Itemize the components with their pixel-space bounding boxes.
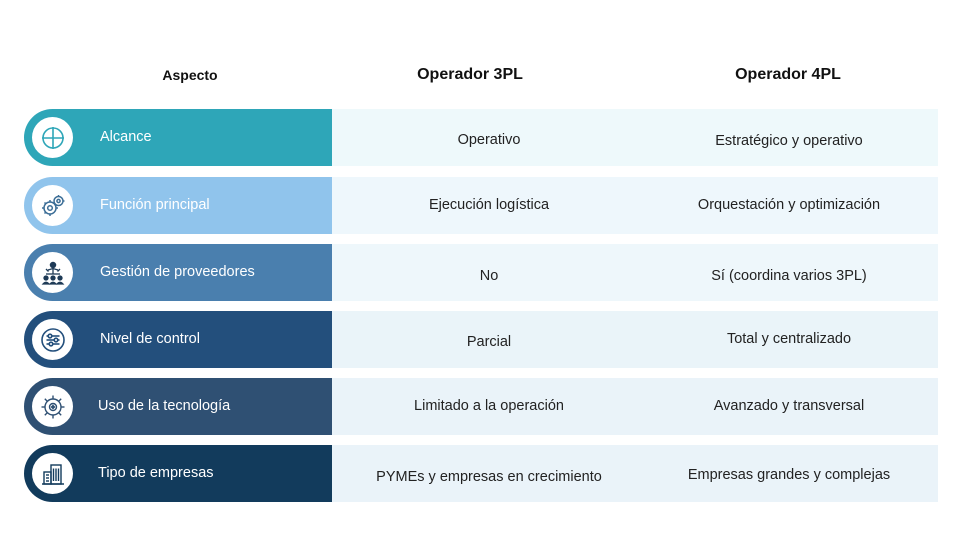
cell-4pl: Estratégico y operativo [715, 133, 863, 149]
aspect-label: Tipo de empresas [98, 465, 214, 481]
cell-4pl: Sí (coordina varios 3PL) [711, 268, 867, 284]
aspect-pill: Nivel de control [24, 311, 332, 368]
crosshair-icon [32, 117, 73, 158]
cell-3pl: Operativo [457, 132, 521, 148]
buildings-icon [32, 453, 73, 494]
row-background [332, 311, 938, 368]
cell-4pl: Total y centralizado [726, 331, 852, 347]
aspect-label: Función principal [100, 197, 210, 213]
cell-4pl: Avanzado y transversal [713, 398, 865, 414]
team-hierarchy-icon [32, 252, 73, 293]
table-row: Alcance Operativo Estratégico y operativ… [24, 109, 938, 166]
cell-3pl: Parcial [466, 334, 512, 350]
table-row: Función principal Ejecución logística Or… [24, 177, 938, 234]
row-background [332, 445, 938, 502]
aspect-label: Nivel de control [100, 331, 200, 347]
table-row: Tipo de empresas PYMEs y empresas en cre… [24, 445, 938, 502]
cell-3pl: Ejecución logística [428, 197, 550, 213]
aspect-pill: Función principal [24, 177, 332, 234]
row-background [332, 177, 938, 234]
row-background [332, 109, 938, 166]
header-4pl: Operador 4PL [735, 66, 841, 83]
table-row: Gestión de proveedores No Sí (coordina v… [24, 244, 938, 301]
cell-4pl: Empresas grandes y complejas [687, 467, 891, 483]
cell-3pl: No [479, 268, 499, 284]
row-background [332, 244, 938, 301]
header-aspect: Aspecto [162, 67, 218, 83]
cell-3pl: Limitado a la operación [414, 398, 564, 414]
tech-gear-icon [32, 386, 73, 427]
aspect-label: Alcance [100, 129, 152, 145]
aspect-pill: Uso de la tecnología [24, 378, 332, 435]
aspect-pill: Alcance [24, 109, 332, 166]
header-3pl: Operador 3PL [417, 66, 523, 83]
cell-4pl: Orquestación y optimización [697, 197, 881, 213]
aspect-pill: Tipo de empresas [24, 445, 332, 502]
gears-icon [32, 185, 73, 226]
sliders-icon [32, 319, 73, 360]
aspect-label: Uso de la tecnología [98, 398, 231, 414]
aspect-pill: Gestión de proveedores [24, 244, 332, 301]
aspect-label: Gestión de proveedores [100, 264, 255, 280]
table-row: Nivel de control Parcial Total y central… [24, 311, 938, 368]
row-background [332, 378, 938, 435]
cell-3pl: PYMEs y empresas en crecimiento [376, 469, 602, 485]
table-row: Uso de la tecnología Limitado a la opera… [24, 378, 938, 435]
